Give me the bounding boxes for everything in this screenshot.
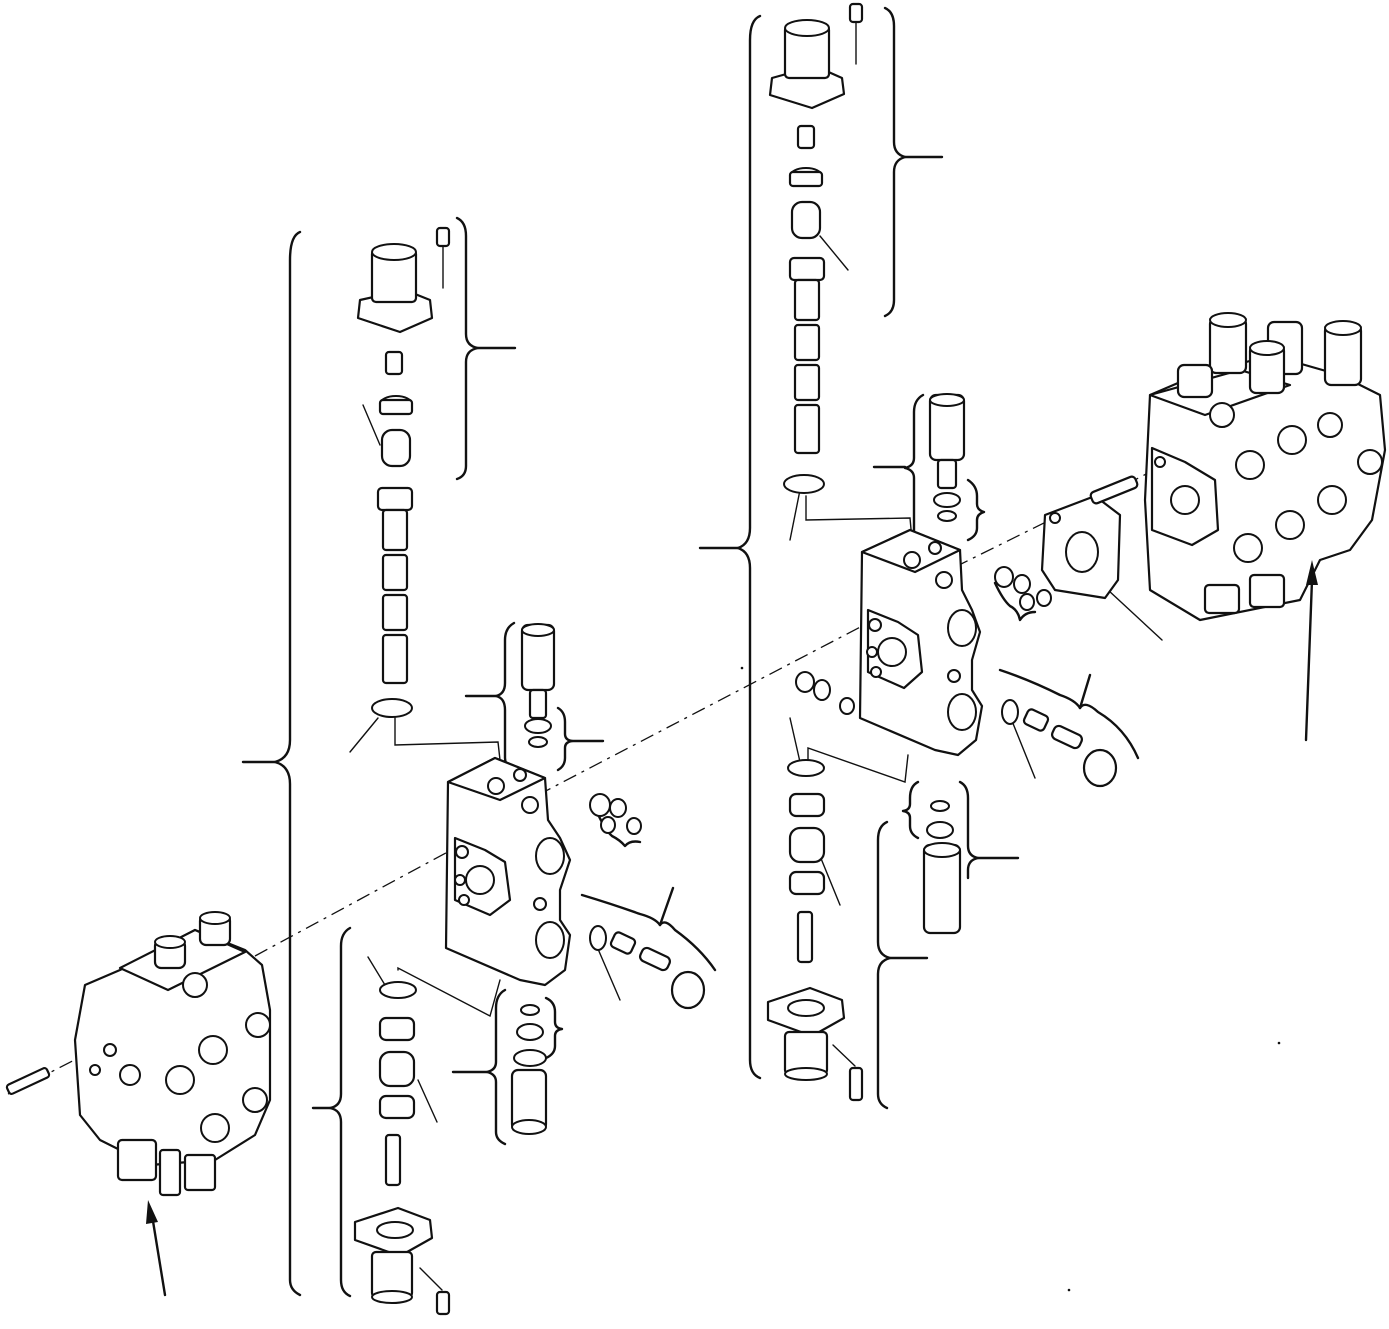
- leader-line: [417, 1079, 438, 1123]
- leader-line: [789, 717, 801, 763]
- valve-body-right: [858, 528, 984, 757]
- leader-line: [658, 886, 675, 927]
- brace-group: [241, 6, 1140, 1298]
- brace-icon: [455, 216, 480, 481]
- left-valve-section: [353, 226, 706, 1316]
- spool-left-bottom: [353, 981, 451, 1316]
- brace-icon: [883, 6, 907, 318]
- o-ring-set-right: [795, 566, 1052, 715]
- dot-mark: [740, 666, 744, 670]
- control-valve-left: [5, 911, 272, 1197]
- check-valve-right-bottom: [922, 800, 962, 935]
- relief-plug-right: [1001, 699, 1118, 788]
- brace-icon: [903, 393, 925, 544]
- spool-left: [371, 350, 414, 718]
- brace-icon: [966, 478, 986, 542]
- dot-mark: [1067, 1288, 1071, 1292]
- leader-line: [789, 489, 801, 541]
- control-valve-right: [1089, 312, 1387, 622]
- brace-icon: [556, 706, 574, 772]
- brace-icon: [544, 996, 564, 1060]
- brace-icon: [736, 14, 762, 1080]
- right-valve-section: [766, 2, 1122, 1102]
- brace-icon: [901, 780, 920, 840]
- brace-icon: [993, 581, 1037, 622]
- end-cap-top-left: [356, 226, 451, 334]
- check-valve-left-bottom: [510, 1004, 548, 1135]
- leader-line: [1107, 589, 1163, 641]
- leader-line: [594, 941, 621, 1001]
- end-cap-top-right: [768, 2, 864, 110]
- leader-lines: [349, 235, 1163, 1123]
- gasket: [1040, 494, 1122, 600]
- check-valve-right-top: [928, 393, 966, 522]
- arrow-icon: [146, 1200, 167, 1297]
- brace-icon: [958, 780, 980, 880]
- leader-line: [819, 855, 841, 906]
- leader-line: [805, 495, 913, 541]
- brace-icon: [273, 230, 302, 1297]
- valve-body-left: [444, 756, 572, 987]
- leader-line: [819, 235, 849, 271]
- leader-line: [349, 717, 379, 753]
- arrow-icon: [1304, 560, 1318, 742]
- relief-plug-left: [589, 925, 706, 1010]
- leader-line: [1078, 673, 1092, 710]
- leader-line: [807, 747, 909, 783]
- leader-line: [362, 404, 381, 446]
- leader-line: [397, 966, 501, 1018]
- leader-line: [1009, 715, 1036, 779]
- center-line: [537, 621, 871, 796]
- brace-icon: [876, 820, 892, 1110]
- spool-right: [783, 124, 826, 494]
- check-valve-left-top: [520, 623, 556, 748]
- center-line: [954, 519, 1051, 568]
- leader-line: [394, 717, 501, 761]
- spool-right-bottom: [766, 759, 864, 1102]
- leader-line: [367, 956, 386, 986]
- dot-mark: [1277, 1041, 1281, 1045]
- center-line: [254, 847, 456, 957]
- brace-icon: [328, 926, 352, 1298]
- o-ring-set-left: [589, 793, 642, 835]
- brace-icon: [485, 988, 507, 1146]
